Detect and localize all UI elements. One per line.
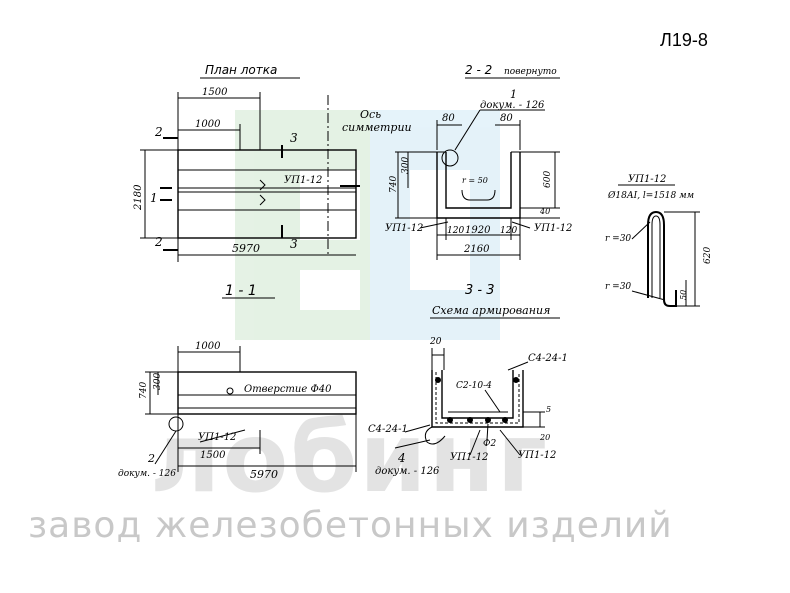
watermark-brand: лобинг: [150, 402, 550, 514]
section-3-3: [394, 317, 560, 456]
plan-title: План лотка: [205, 63, 277, 77]
plan-dim-2180: 2180: [133, 184, 144, 211]
detail-r-top: r =30: [605, 234, 631, 244]
section11-title: 1 - 1: [225, 283, 257, 299]
plan-section-3-bottom: 3: [290, 237, 298, 251]
plan-section-2-bottom: 2: [154, 235, 163, 249]
section22-dim-1920: 1920: [465, 225, 491, 236]
section33-c2: С2-10-4: [456, 381, 492, 391]
section22-dim-120b: 120: [500, 226, 517, 236]
section22-dim-2160: 2160: [463, 244, 490, 255]
section33-up-right: УП1-12: [518, 450, 556, 461]
plan-section-3-top: 3: [290, 131, 298, 145]
section33-dim-20b: 20: [539, 433, 550, 442]
section33-c4-left: С4-24-1: [368, 424, 408, 435]
section33-subtitle: Схема армирования: [432, 304, 550, 317]
section11-ref-doc: докум. - 126: [118, 469, 176, 479]
section11-callout-up: УП1-12: [198, 432, 236, 443]
plan-axis-label-1: Ось: [360, 108, 381, 121]
detail-r-bottom: r =30: [605, 282, 631, 292]
section22-callout-right: УП1-12: [534, 223, 572, 234]
watermark-logo: [235, 110, 500, 340]
plan-section-1: 1: [150, 191, 158, 205]
section33-dim-5: 5: [546, 405, 551, 414]
section22-title: 2 - 2: [465, 63, 492, 77]
section22-dim-600: 600: [543, 171, 553, 188]
plan-dim-1500: 1500: [202, 87, 228, 98]
section22-dim-740: 740: [389, 176, 399, 193]
section33-dim-20: 20: [429, 337, 442, 347]
section11-hole: Отверстие Ф40: [244, 384, 332, 395]
section22-dim-120a: 120: [447, 226, 464, 236]
section33-phi2: Ф2: [483, 439, 496, 449]
section33-c4-right: С4-24-1: [528, 353, 568, 364]
section11-dim-300: 300: [153, 373, 163, 390]
section33-title: 3 - 3: [465, 283, 495, 298]
plan-view: [140, 77, 360, 262]
plan-dim-1000: 1000: [195, 119, 221, 130]
detail-spec: Ø18АI, l=1518 мм: [607, 190, 694, 201]
watermark-caption: завод железобетонных изделий: [28, 505, 673, 546]
section11-dim-1000: 1000: [195, 341, 221, 352]
section-2-2: [395, 77, 560, 260]
section22-dim-300: 300: [401, 157, 411, 174]
detail-title: УП1-12: [628, 174, 666, 185]
section22-dim-r: r = 50: [462, 176, 488, 185]
section11-dim-1500: 1500: [200, 450, 226, 461]
section22-dim-80a: 80: [442, 113, 455, 124]
section11-ref-num: 2: [147, 452, 155, 465]
detail-up1-12: [618, 184, 700, 307]
section22-dim-80b: 80: [500, 113, 513, 124]
section22-ref-doc: докум. - 126: [480, 100, 545, 111]
section-1-1: [145, 297, 357, 472]
plan-dim-5970: 5970: [232, 242, 260, 255]
detail-dim-620: 620: [703, 247, 713, 264]
plan-section-2-top: 2: [154, 125, 163, 139]
section22-callout-left: УП1-12: [385, 223, 423, 234]
section33-ref-num: 4: [397, 451, 406, 465]
detail-dim-50: 50: [679, 290, 688, 300]
section22-ref-num: 1: [510, 88, 517, 101]
section22-dim-40: 40: [539, 207, 550, 216]
section11-dim-740: 740: [139, 382, 149, 399]
section33-up-left: УП1-12: [450, 452, 488, 463]
section22-subtitle: повернуто: [504, 67, 557, 77]
plan-axis-label-2: симметрии: [342, 121, 412, 134]
section11-dim-5970: 5970: [250, 468, 278, 481]
section33-ref-doc: докум. - 126: [375, 466, 440, 477]
plan-callout-up: УП1-12: [284, 175, 322, 186]
sheet-code: Л19-8: [660, 30, 708, 50]
